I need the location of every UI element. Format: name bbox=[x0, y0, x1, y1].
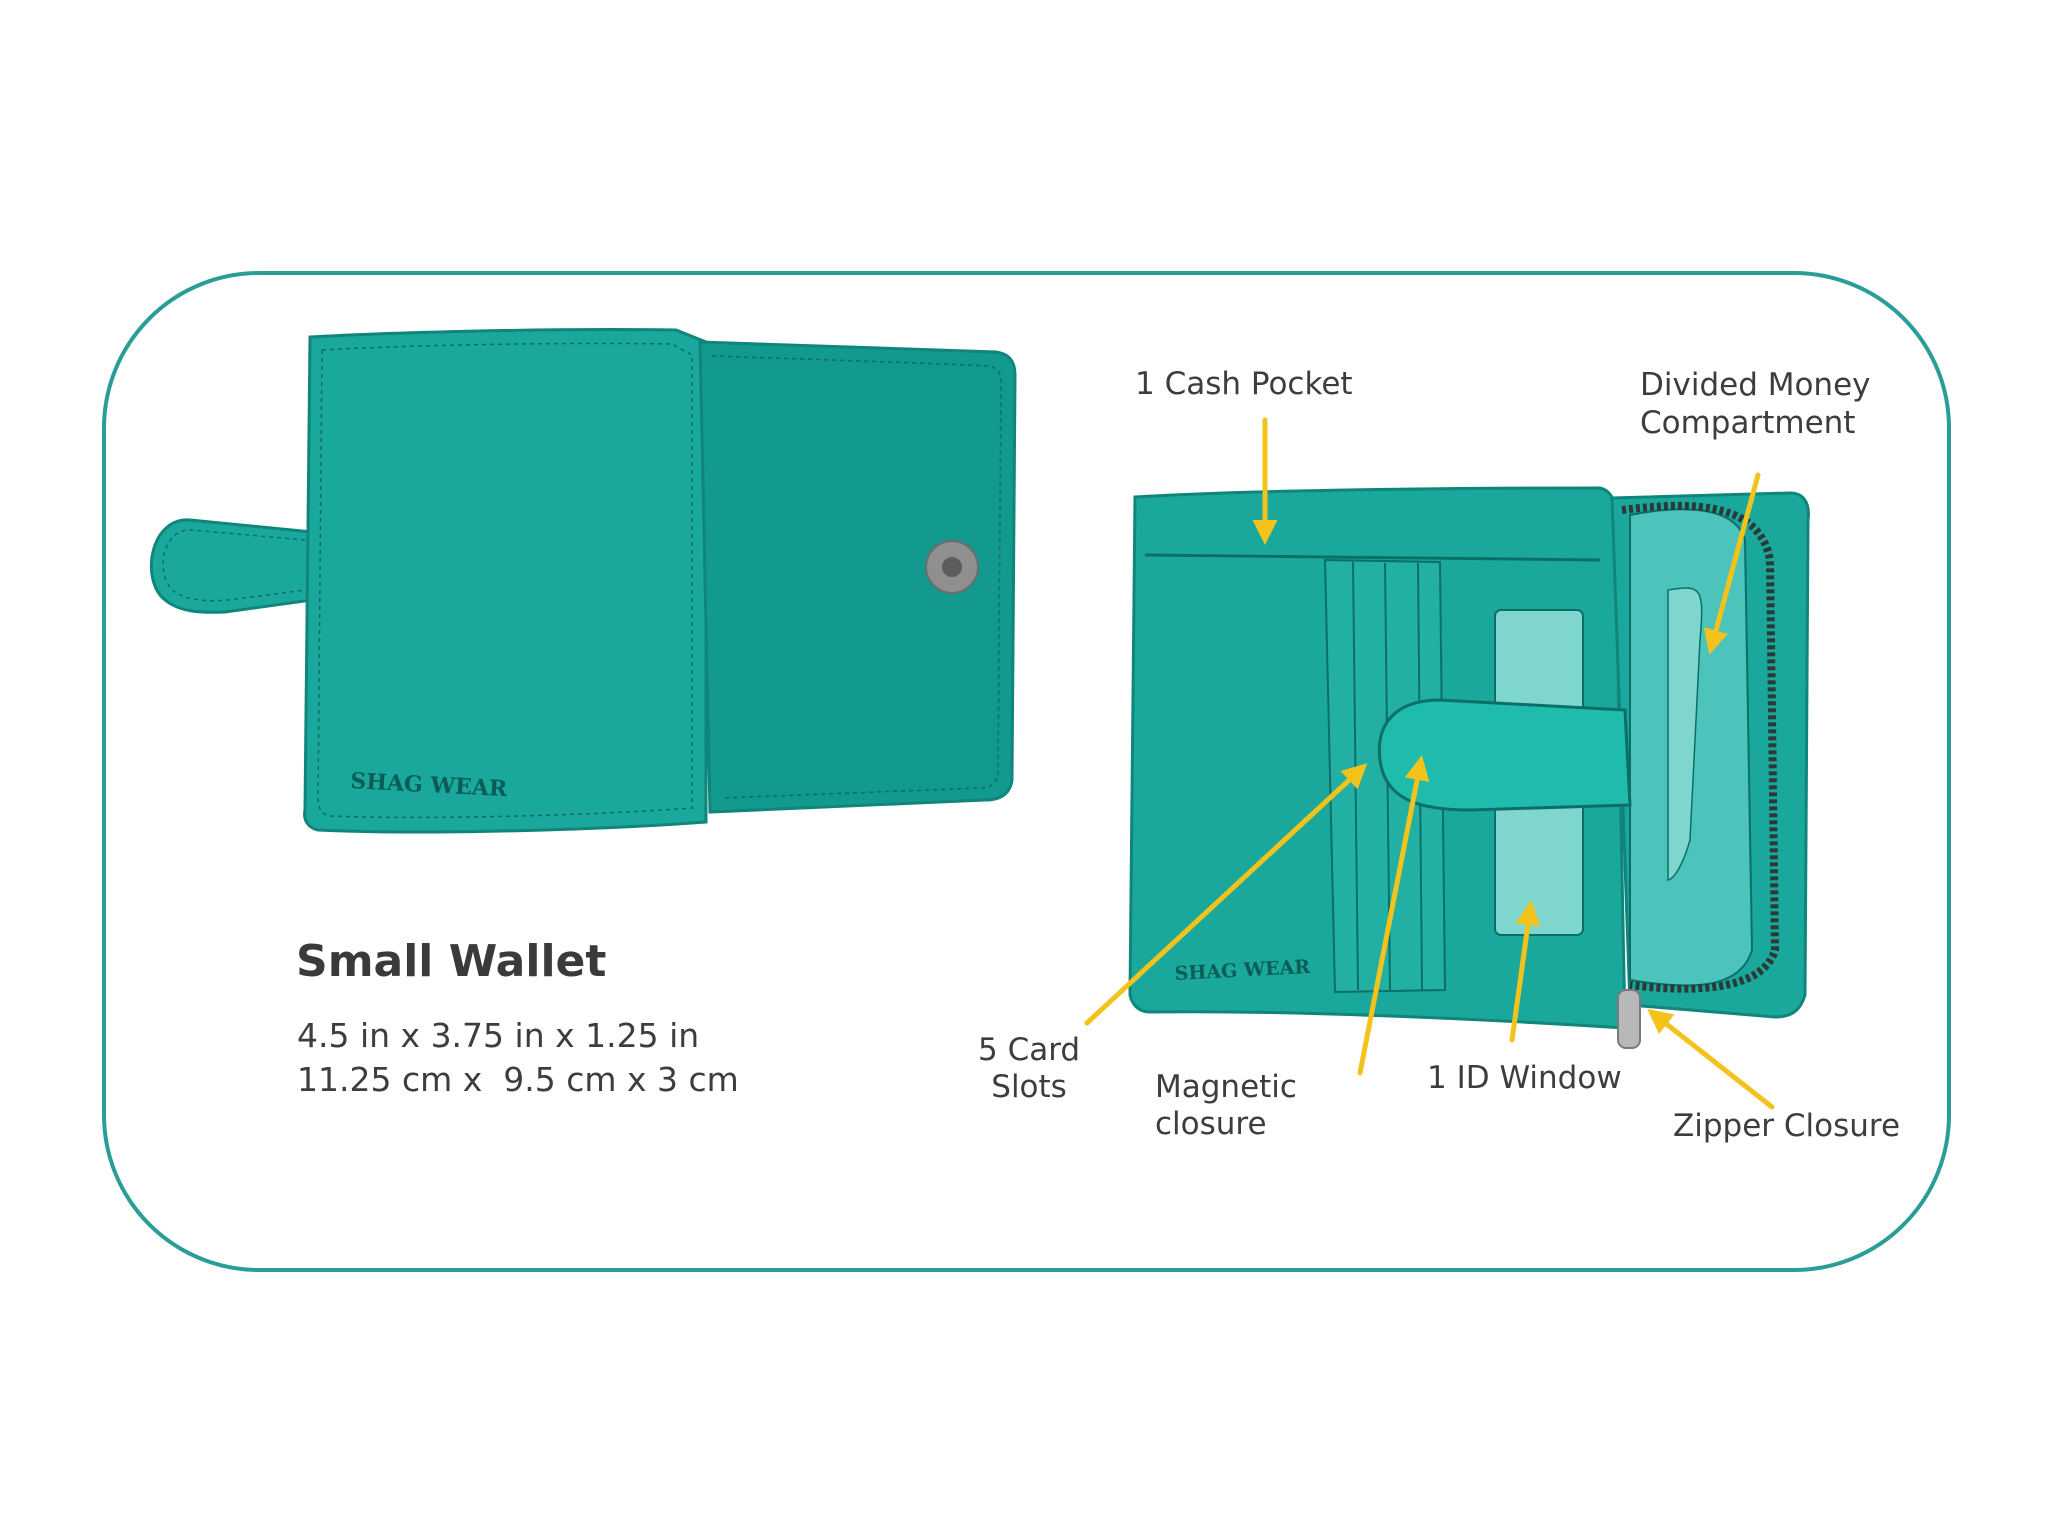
magnetic-closure-arrow bbox=[1357, 755, 1430, 1076]
wallet-right-panel bbox=[698, 340, 1017, 814]
dimensions-metric: 11.25 cm x 9.5 cm x 3 cm bbox=[297, 1060, 739, 1099]
outer-frame bbox=[102, 271, 1951, 1272]
id-window-arrow bbox=[1509, 900, 1541, 1043]
callout-card-slots: 5 Card Slots bbox=[978, 1032, 1081, 1105]
zipper-closure-arrow bbox=[1647, 1008, 1775, 1110]
divided-money-arrow bbox=[1703, 472, 1761, 655]
card-slots-arrow bbox=[1084, 763, 1368, 1026]
callout-id-window: 1 ID Window bbox=[1427, 1060, 1622, 1096]
wallet-interior-illustration: SHAG WEAR bbox=[1128, 486, 1810, 1049]
cash-pocket bbox=[1144, 553, 1601, 562]
callout-divided-money: Divided Money Compartment bbox=[1640, 367, 1871, 441]
wallet-strap-tab bbox=[149, 518, 314, 614]
wallet-exterior-illustration: SHAG WEAR bbox=[149, 328, 1017, 834]
product-dimensions: 4.5 in x 3.75 in x 1.25 in 11.25 cm x 9.… bbox=[297, 1014, 739, 1102]
zipper-pull bbox=[1617, 989, 1641, 1049]
magnetic-closure-tab bbox=[1377, 698, 1632, 812]
callout-cash-pocket: 1 Cash Pocket bbox=[1135, 366, 1353, 402]
callout-magnetic-closure: Magnetic closure bbox=[1155, 1069, 1297, 1142]
callout-arrows bbox=[1084, 417, 1775, 1110]
callout-zipper-closure: Zipper Closure bbox=[1673, 1108, 1901, 1144]
zipper bbox=[1621, 501, 1780, 993]
product-title: Small Wallet bbox=[296, 936, 607, 987]
dimensions-imperial: 4.5 in x 3.75 in x 1.25 in bbox=[297, 1016, 700, 1055]
wallet-left-panel bbox=[303, 328, 708, 834]
